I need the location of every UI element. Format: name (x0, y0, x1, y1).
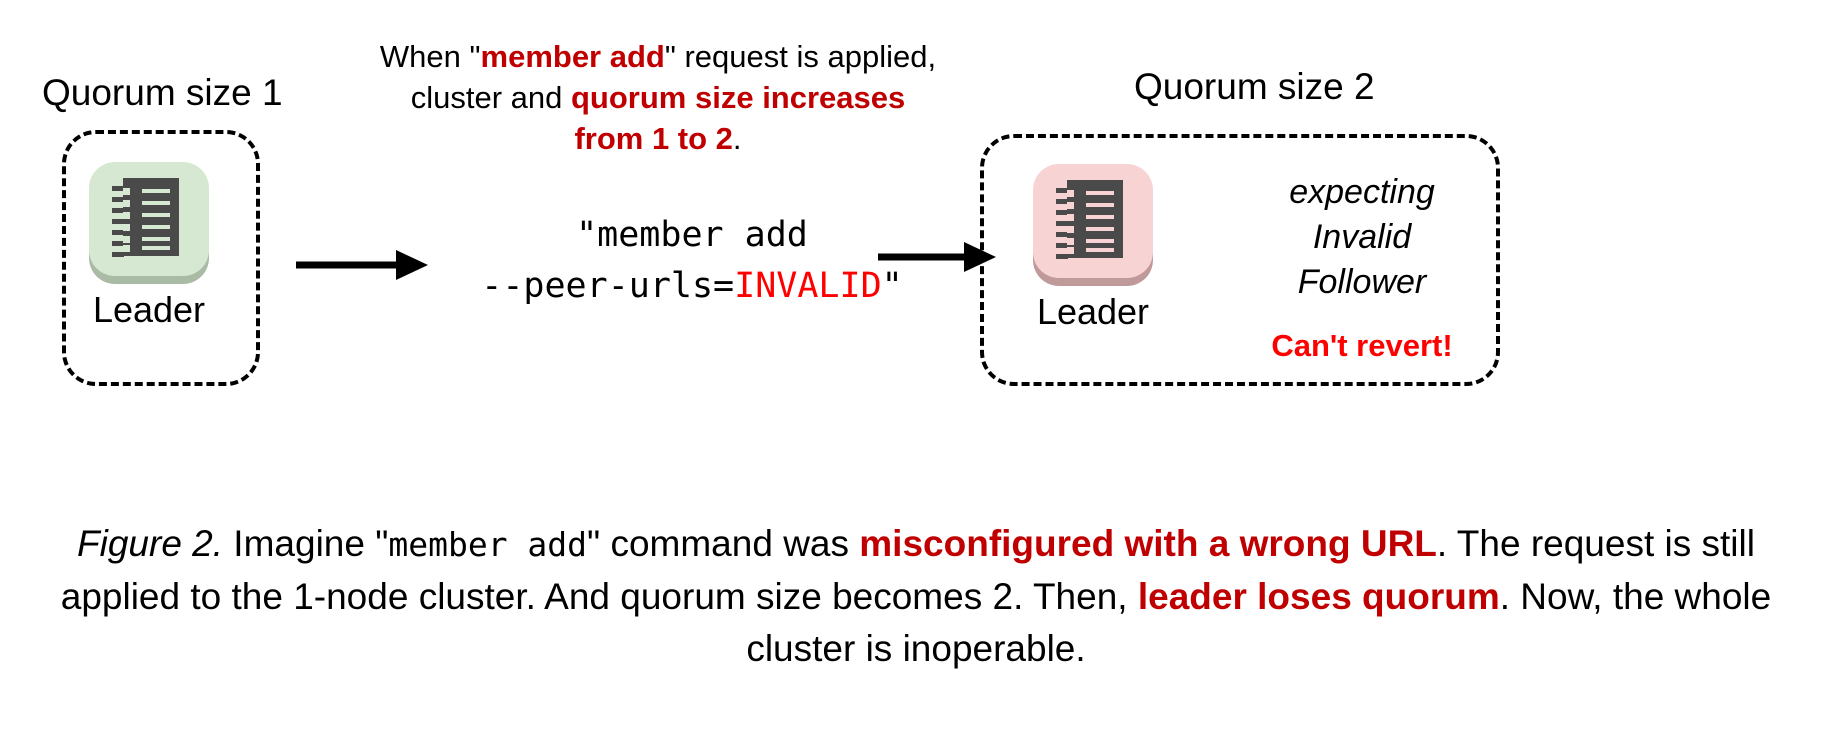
cluster-box-left (62, 130, 260, 386)
command-text: "member add --peer-urls=INVALID" (452, 210, 932, 312)
rack-tab (1056, 210, 1068, 215)
text-run: " request is applied, (664, 39, 937, 74)
rack-tab (112, 219, 124, 224)
node-label: Leader (92, 289, 206, 330)
top-annotation-line-3: from 1 to 2. (352, 118, 964, 159)
rack-tab (112, 230, 124, 235)
rack-tab (112, 241, 124, 246)
text-run-highlight: quorum size increases (571, 80, 906, 116)
figure-caption: Figure 2. Imagine "member add" command w… (60, 518, 1772, 676)
text-run-highlight: member add (480, 39, 665, 74)
text-run-invalid: INVALID (734, 265, 882, 306)
quorum-size-label-right: Quorum size 2 (1134, 66, 1375, 107)
rack-tab (112, 197, 124, 202)
follower-status-text: expecting Invalid Follower (1240, 170, 1484, 305)
text-run: " command was (587, 523, 860, 564)
text-run: . The request is still applied to the 1-… (60, 523, 1755, 617)
text-run: --peer-urls= (481, 265, 735, 306)
text-run: " (881, 265, 903, 306)
text-run-mono: member add (388, 525, 588, 564)
status-line-2: Invalid (1312, 217, 1412, 256)
command-line-1: "member add (452, 210, 932, 261)
text-run-highlight: from 1 to 2 (574, 121, 733, 157)
right-arrow-icon (296, 248, 428, 282)
rack-tab (1056, 254, 1068, 259)
top-annotation: When "member add" request is applied, cl… (352, 36, 964, 160)
text-run-highlight: misconfigured with a wrong URL (859, 523, 1437, 564)
rack-rows (1067, 180, 1123, 258)
node-leader-right: Leader (1030, 160, 1156, 330)
right-arrow-icon (878, 240, 996, 274)
text-run: "member add (576, 215, 808, 255)
server-rack-icon (86, 158, 212, 284)
figure-number: Figure 2. (77, 523, 224, 564)
server-rack-icon (1030, 160, 1156, 286)
rack-tab (1056, 199, 1068, 204)
rack-tab (112, 252, 124, 257)
rack-rows (123, 178, 179, 256)
rack-tab (112, 186, 124, 191)
status-line-1: expecting (1289, 173, 1435, 211)
text-run-highlight: leader loses quorum (1137, 575, 1500, 617)
text-run: . Now, the whole cluster is inoperable. (746, 575, 1772, 670)
cluster-box-right (980, 134, 1500, 386)
quorum-size-label-left: Quorum size 1 (42, 72, 283, 113)
text-run: . (732, 121, 742, 157)
node-leader-left: Leader (86, 158, 212, 328)
node-label: Leader (1036, 291, 1150, 332)
command-line-2: --peer-urls=INVALID" (452, 261, 932, 312)
rack-tab (1056, 188, 1068, 193)
top-annotation-line-1: When "member add" request is applied, (352, 36, 964, 77)
rack-tab (1056, 232, 1068, 237)
cant-revert-alert: Can't revert! (1271, 328, 1453, 363)
text-run: When " (379, 39, 481, 74)
text-run: Imagine " (223, 523, 389, 564)
top-annotation-line-2: cluster and quorum size increases (352, 77, 964, 118)
text-run: cluster and (410, 80, 571, 116)
rack-tab (112, 208, 124, 213)
status-line-3: Follower (1297, 262, 1427, 301)
rack-tab (1056, 221, 1068, 226)
rack-tab (1056, 243, 1068, 248)
